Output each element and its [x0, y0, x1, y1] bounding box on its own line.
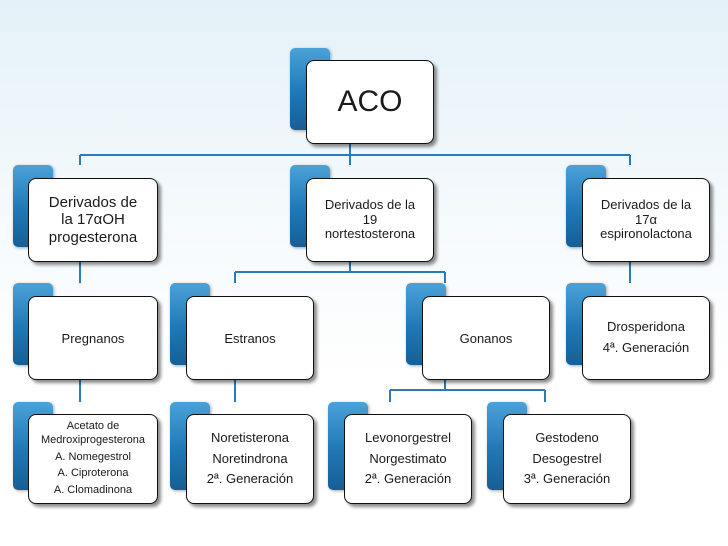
group-title-line: Derivados de la — [324, 196, 416, 212]
node-group-17oh: Derivados de la 17αOH progesterona — [13, 165, 158, 262]
group-title-line: espironolactona — [600, 226, 692, 242]
node-root-card: ACO — [306, 60, 434, 144]
generation-label: 2ª. Generación — [206, 471, 294, 487]
example-line: A. Nomegestrol — [55, 450, 131, 463]
generation-label: 4ª. Generación — [602, 340, 690, 355]
group-title-line: progesterona — [48, 228, 138, 246]
pregnanos-label: Pregnanos — [61, 330, 125, 346]
root-label: ACO — [337, 85, 403, 118]
group-title-line: 17α — [635, 211, 657, 227]
drosperidona-line: Drosperidona — [606, 319, 686, 335]
node-gonanos-2gen: Levonorgestrel Norgestimato 2ª. Generaci… — [328, 402, 472, 504]
node-root: ACO — [290, 48, 434, 144]
example-line: Desogestrel — [532, 450, 602, 466]
node-group-19nor: Derivados de la 19 nortestosterona — [290, 165, 434, 262]
example-line: Acetato de — [66, 420, 120, 433]
node-estranos: Estranos — [170, 283, 314, 380]
node-pregnanos-card: Pregnanos — [28, 296, 158, 380]
node-gonanos-2gen-card: Levonorgestrel Norgestimato 2ª. Generaci… — [344, 414, 472, 504]
node-drosperidona-card: Drosperidona 4ª. Generación — [582, 296, 710, 380]
node-pregnanos-examples: Acetato de Medroxiprogesterona A. Nomege… — [13, 402, 158, 504]
example-line: Levonorgestrel — [365, 429, 451, 445]
node-estranos-examples: Noretisterona Noretindrona 2ª. Generació… — [170, 402, 314, 504]
example-line: A. Clomadinona — [53, 484, 133, 497]
example-line: A. Ciproterona — [57, 467, 129, 480]
example-line: Noretisterona — [210, 429, 290, 445]
node-estranos-card: Estranos — [186, 296, 314, 380]
group-title-line: nortestosterona — [324, 226, 416, 242]
node-gonanos: Gonanos — [406, 283, 550, 380]
example-line: Medroxiprogesterona — [41, 433, 145, 446]
node-gonanos-3gen-card: Gestodeno Desogestrel 3ª. Generación — [503, 414, 631, 504]
generation-label: 3ª. Generación — [523, 471, 611, 487]
node-drosperidona: Drosperidona 4ª. Generación — [566, 283, 710, 380]
node-estranos-examples-card: Noretisterona Noretindrona 2ª. Generació… — [186, 414, 314, 504]
example-line: Norgestimato — [369, 450, 447, 466]
node-pregnanos-examples-card: Acetato de Medroxiprogesterona A. Nomege… — [28, 414, 158, 504]
node-pregnanos: Pregnanos — [13, 283, 158, 380]
node-group-espiro-card: Derivados de la 17α espironolactona — [582, 178, 710, 262]
group-title-line: Derivados de la — [600, 196, 692, 212]
example-line: Gestodeno — [535, 429, 599, 445]
node-group-19nor-card: Derivados de la 19 nortestosterona — [306, 178, 434, 262]
example-line: Noretindrona — [212, 450, 288, 466]
node-gonanos-card: Gonanos — [422, 296, 550, 380]
group-title-line: Derivados de — [48, 194, 138, 212]
gonanos-label: Gonanos — [459, 330, 513, 346]
generation-label: 2ª. Generación — [364, 471, 452, 487]
node-group-espiro: Derivados de la 17α espironolactona — [566, 165, 710, 262]
node-gonanos-3gen: Gestodeno Desogestrel 3ª. Generación — [487, 402, 631, 504]
group-title-line: 19 — [362, 211, 378, 227]
node-group-17oh-card: Derivados de la 17αOH progesterona — [28, 178, 158, 262]
group-title-line: la 17αOH — [61, 211, 125, 229]
estranos-label: Estranos — [224, 330, 276, 346]
